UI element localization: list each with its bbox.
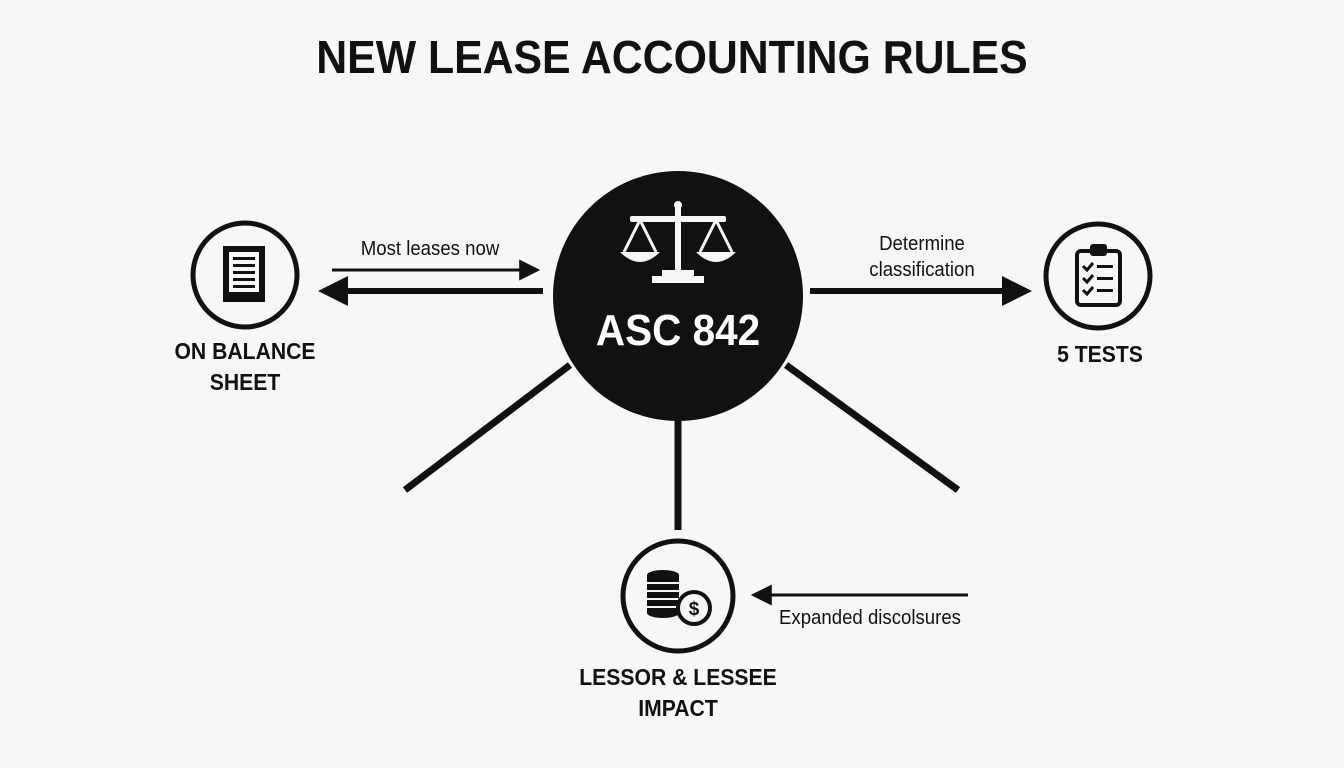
impact-label-line2: IMPACT — [638, 695, 718, 721]
document-icon — [223, 246, 265, 302]
coins-dollar-icon: $ — [647, 570, 712, 626]
balance-sheet-label-line1: ON BALANCE — [174, 338, 316, 364]
connector-lower-left — [402, 362, 573, 493]
svg-text:$: $ — [689, 599, 700, 620]
impact-label-line1: LESSOR & LESSEE — [579, 664, 777, 690]
balance-sheet-node — [190, 220, 300, 330]
center-node — [553, 171, 803, 421]
connector-lower-right — [783, 362, 961, 493]
impact-label: LESSOR & LESSEE IMPACT — [558, 662, 797, 724]
balance-sheet-label: ON BALANCE SHEET — [139, 336, 351, 398]
edge-label-balance-sheet: Most leases now — [360, 238, 500, 260]
tests-label: 5 TESTS — [1057, 341, 1143, 367]
balance-sheet-label-line2: SHEET — [209, 369, 281, 395]
tests-node — [1043, 221, 1153, 331]
edge-label-tests: Determine classification — [848, 231, 997, 283]
edge-label-impact: Expanded discolsures — [779, 607, 961, 629]
impact-node: $ — [620, 538, 736, 654]
connector-lines — [402, 362, 961, 530]
scales-icon — [620, 201, 736, 283]
edge-label-tests-line1: Determine — [879, 233, 965, 255]
page-title: NEW LEASE ACCOUNTING RULES — [316, 31, 1028, 83]
clipboard-checklist-icon — [1075, 244, 1122, 307]
edge-label-tests-line2: classification — [869, 259, 975, 281]
center-label: ASC 842 — [595, 306, 761, 355]
